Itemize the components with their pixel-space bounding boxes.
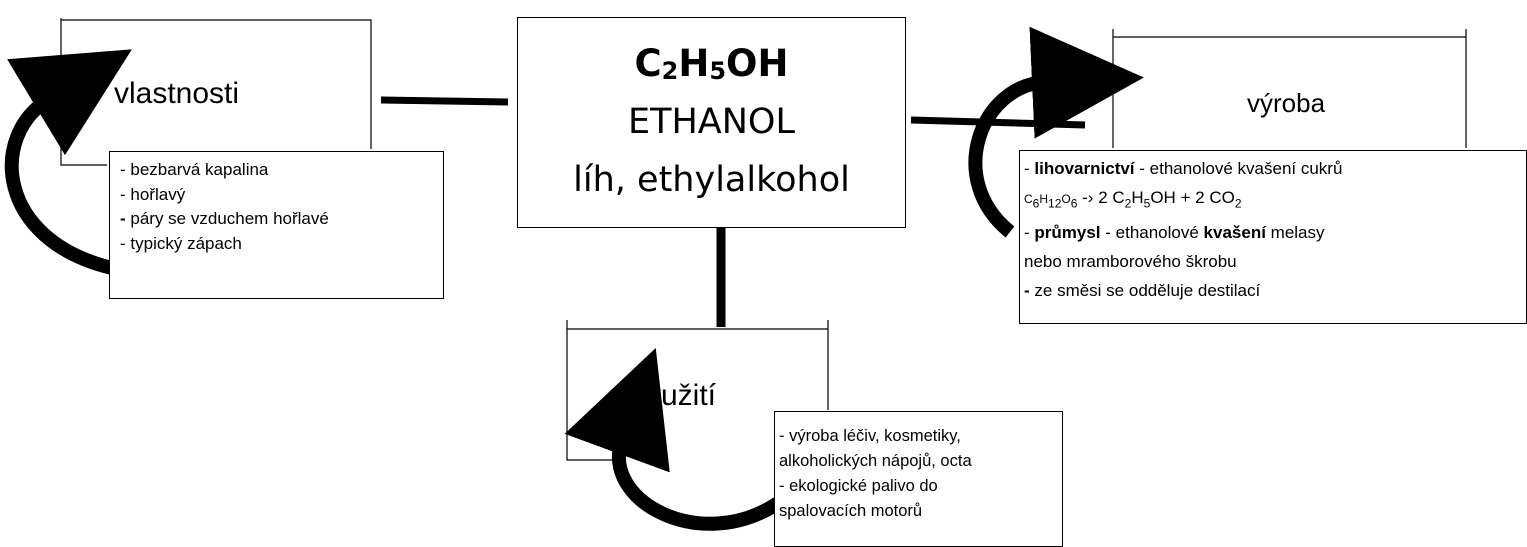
dash: - (120, 233, 131, 253)
formula-part: C (634, 42, 662, 85)
item-text: bezbarvá kapalina (130, 160, 269, 179)
list-item: - hořlavý (120, 183, 443, 208)
item-text: výroba léčiv, kosmetiky, (789, 427, 961, 445)
dash: - (120, 160, 131, 179)
eq-sub: 6 (1070, 196, 1078, 211)
item-text: ekologické palivo do (789, 477, 938, 495)
list-item: - typický zápach (120, 232, 443, 257)
list-item: - lihovarnictví - ethanolové kvašení cuk… (1024, 154, 1526, 183)
list-item: - bezbarvá kapalina (120, 158, 443, 183)
list-item: - ze směsi se odděluje destilací (1024, 276, 1526, 305)
formula: C2H5OH (518, 42, 905, 93)
eq-sub: 5 (1143, 196, 1151, 211)
eq-sub: 2 (1124, 196, 1132, 211)
arrow-production (968, 26, 1144, 238)
item-text: ze směsi se odděluje destilací (1034, 281, 1261, 301)
list-item-continuation: nebo mramborového škrobu (1024, 252, 1237, 272)
eq-sub: 12 (1048, 196, 1062, 211)
connector-production (910, 116, 1086, 129)
item-text: - ethanolové (1100, 223, 1204, 243)
eq-part: C (1024, 192, 1033, 206)
arrow-properties (4, 49, 132, 275)
item-text: páry se vzduchem hořlavé (130, 209, 329, 228)
properties-list: - bezbarvá kapalina - hořlavý - páry se … (109, 151, 444, 299)
bold-term: průmysl (1034, 223, 1101, 243)
dash: - (1024, 159, 1035, 178)
arrow-uses (564, 347, 782, 531)
production-list: - lihovarnictví - ethanolové kvašení cuk… (1019, 150, 1527, 324)
compound-name: ETHANOL (628, 102, 795, 142)
dash: - (779, 427, 790, 445)
uses-list: - výroba léčiv, kosmetiky, alkoholických… (774, 411, 1063, 547)
dash: - (779, 477, 790, 495)
formula-subscript: 2 (661, 57, 679, 85)
bold-term: lihovarnictví (1034, 159, 1135, 178)
item-text: - ethanolové kvašení cukrů (1134, 159, 1343, 178)
formula-part: H (678, 42, 710, 85)
dash: - (1024, 223, 1035, 243)
list-item: - průmysl - ethanolové kvašení melasy (1024, 218, 1526, 247)
list-item: - páry se vzduchem hořlavé (120, 207, 443, 232)
connector-properties (380, 96, 509, 106)
dash: - (120, 184, 131, 204)
compound-synonyms: líh, ethylalkohol (573, 160, 850, 200)
properties-title: vlastnosti (114, 77, 240, 110)
dash: - (120, 209, 131, 228)
eq-part: -› 2 C (1077, 188, 1125, 207)
center-box: C2H5OH ETHANOL líh, ethylalkohol (517, 17, 906, 228)
list-item-continuation: spalovacích motorů (779, 502, 923, 520)
formula-subscript: 5 (709, 57, 727, 85)
eq-part: H (1131, 188, 1144, 207)
eq-part: H (1039, 192, 1049, 206)
eq-part: O (1061, 192, 1071, 206)
production-title: výroba (1247, 88, 1326, 118)
dash: - (1024, 281, 1035, 301)
item-text: typický zápach (130, 233, 242, 253)
item-text: hořlavý (130, 184, 186, 204)
formula-part: OH (726, 42, 789, 85)
bold-term: kvašení (1203, 223, 1266, 243)
item-text: melasy (1265, 223, 1325, 243)
list-item-continuation: alkoholických nápojů, octa (779, 452, 972, 470)
eq-part: OH + 2 CO (1150, 188, 1235, 207)
equation: C6H12O6 -› 2 C2H5OH + 2 CO2 (1024, 183, 1526, 218)
eq-sub: 2 (1234, 196, 1242, 211)
list-item: - výroba léčiv, kosmetiky, (779, 424, 1062, 449)
uses-title: využití (631, 379, 717, 412)
eq-sub: 6 (1032, 196, 1040, 211)
list-item: - ekologické palivo do (779, 474, 1062, 499)
